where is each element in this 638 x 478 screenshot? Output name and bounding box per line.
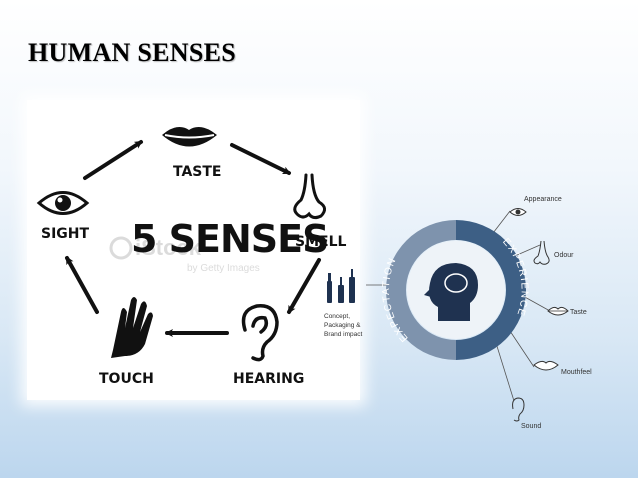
left-caption: Concept, Packaging & Brand impact [324,313,362,338]
arrow-taste-to-smell [230,143,291,175]
center-label: 5 SENSES [131,217,329,261]
sense-label-smell: SMELL [295,234,346,250]
left-caption-line-1: Concept, [324,313,350,320]
sense-label-touch: TOUCH [99,371,154,387]
ear-icon [241,304,279,362]
item-label-taste: Taste [570,309,587,316]
mouth-icon [533,360,559,371]
hand-icon [111,297,153,358]
five-senses-image: iStock by Getty Images 5 SENSES TASTE SM… [27,100,360,400]
head-icon [424,263,478,321]
arrow-sight-to-taste [83,140,143,180]
eye-icon [509,208,527,216]
slide-title: HUMAN SENSES [28,38,237,67]
item-label-sound: Sound [521,423,541,430]
sense-label-hearing: HEARING [233,371,304,387]
arrow-smell-to-hearing [287,258,321,314]
sense-label-taste: TASTE [173,164,222,180]
left-caption-line-2: Packaging & [324,322,361,329]
item-label-odour: Odour [554,252,574,259]
nose-icon [293,173,326,220]
ear-icon [512,397,525,422]
watermark-text: iStock [135,235,202,260]
watermark-sub: by Getty Images [187,263,260,274]
arrow-touch-to-sight [65,256,99,314]
left-caption-line-3: Brand impact [324,331,362,338]
eye-icon [36,191,90,215]
lips-icon [162,126,217,147]
experience-diagram: EXPECTATION EXPERIENCE Concept, Packagin… [318,185,618,435]
nose-icon [533,240,550,265]
item-label-appearance: Appearance [524,196,562,203]
item-label-mouthfeel: Mouthfeel [561,369,592,376]
watermark: iStock by Getty Images [109,235,260,274]
bottles-icon [327,269,355,303]
lips-icon [547,306,569,316]
sense-label-sight: SIGHT [41,226,90,242]
